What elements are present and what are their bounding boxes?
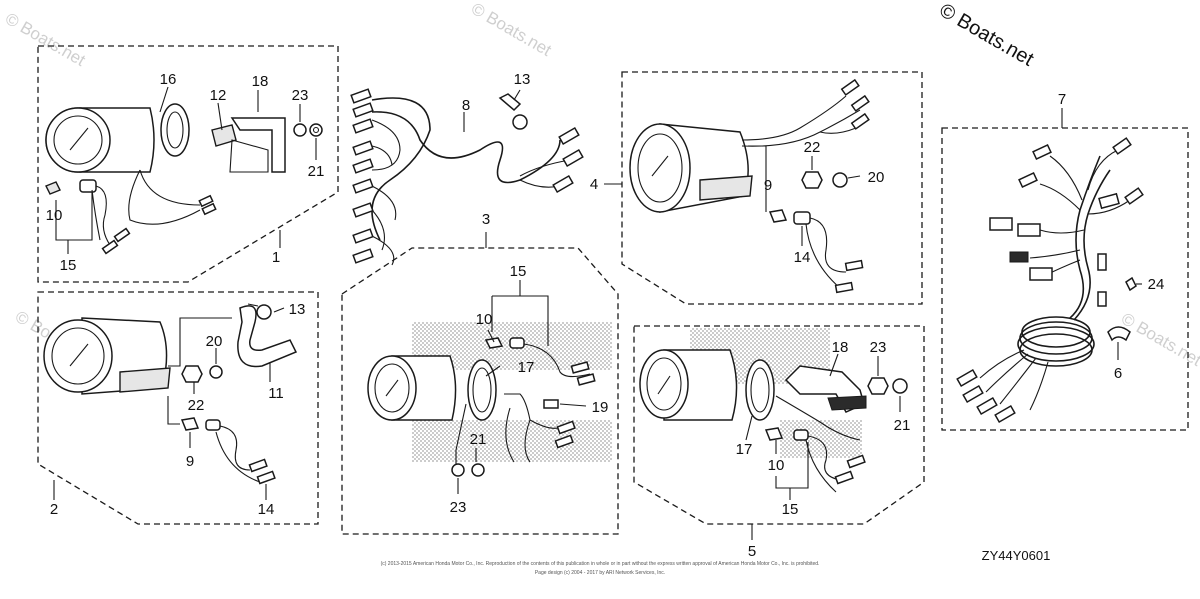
watermark-faint: © Boats.net	[468, 0, 555, 60]
harness-8: 13 8	[350, 71, 584, 266]
callout-22[interactable]: 22	[188, 397, 205, 414]
panel-3: 3 15 10	[341, 211, 619, 535]
callout-2[interactable]: 2	[50, 501, 58, 518]
callout-19[interactable]: 19	[592, 399, 609, 416]
callout-8[interactable]: 8	[462, 97, 470, 114]
callout-23[interactable]: 23	[450, 499, 467, 516]
callout-11[interactable]: 11	[268, 385, 284, 402]
panel-5: 5 18 23 21 17 1	[633, 325, 925, 560]
callout-15[interactable]: 15	[60, 257, 77, 274]
callout-21[interactable]: 21	[894, 417, 911, 434]
callout-13[interactable]: 13	[289, 301, 306, 318]
callout-17[interactable]: 17	[518, 359, 535, 376]
diagram-code: ZY44Y0601	[982, 548, 1051, 563]
callout-10[interactable]: 10	[476, 311, 493, 328]
callout-21[interactable]: 21	[470, 431, 487, 448]
watermark-faint: © Boats.net	[1118, 309, 1200, 370]
callout-3[interactable]: 3	[482, 211, 490, 228]
callout-9[interactable]: 9	[186, 453, 194, 470]
callout-4[interactable]: 4	[590, 176, 598, 193]
callout-13[interactable]: 13	[514, 71, 531, 88]
callout-10[interactable]: 10	[46, 207, 63, 224]
panel-4: 4 9 22 20 14	[590, 71, 923, 305]
callout-18[interactable]: 18	[832, 339, 849, 356]
callout-17[interactable]: 17	[736, 441, 753, 458]
callout-12[interactable]: 12	[210, 87, 227, 104]
callout-24[interactable]: 24	[1148, 276, 1165, 293]
callout-14[interactable]: 14	[794, 249, 811, 266]
callout-7[interactable]: 7	[1058, 91, 1066, 108]
callout-22[interactable]: 22	[804, 139, 821, 156]
callout-16[interactable]: 16	[160, 71, 177, 88]
panel-2: 13 20 11 22 9 14 2	[37, 291, 319, 525]
panel-7: 7	[941, 91, 1189, 431]
callout-14[interactable]: 14	[258, 501, 275, 518]
callout-23[interactable]: 23	[870, 339, 887, 356]
callout-20[interactable]: 20	[868, 169, 885, 186]
callout-18[interactable]: 18	[252, 73, 269, 90]
callout-6[interactable]: 6	[1114, 365, 1122, 382]
callout-15[interactable]: 15	[510, 263, 527, 280]
panel-1: 16 12 18 23 21 10 15 1	[37, 45, 339, 283]
callout-5[interactable]: 5	[748, 543, 756, 560]
callout-21[interactable]: 21	[308, 163, 325, 180]
copyright-line-1: (c) 2013-2015 American Honda Motor Co., …	[381, 561, 820, 567]
callout-1[interactable]: 1	[272, 249, 280, 266]
callout-10[interactable]: 10	[768, 457, 785, 474]
callout-15[interactable]: 15	[782, 501, 799, 518]
watermark-main: © Boats.net	[936, 0, 1038, 71]
copyright-line-2: Page design (c) 2004 - 2017 by ARI Netwo…	[535, 570, 665, 576]
watermark-faint: © Boats.net	[2, 9, 89, 70]
callout-20[interactable]: 20	[206, 333, 223, 350]
callout-23[interactable]: 23	[292, 87, 309, 104]
callout-9[interactable]: 9	[764, 177, 772, 194]
